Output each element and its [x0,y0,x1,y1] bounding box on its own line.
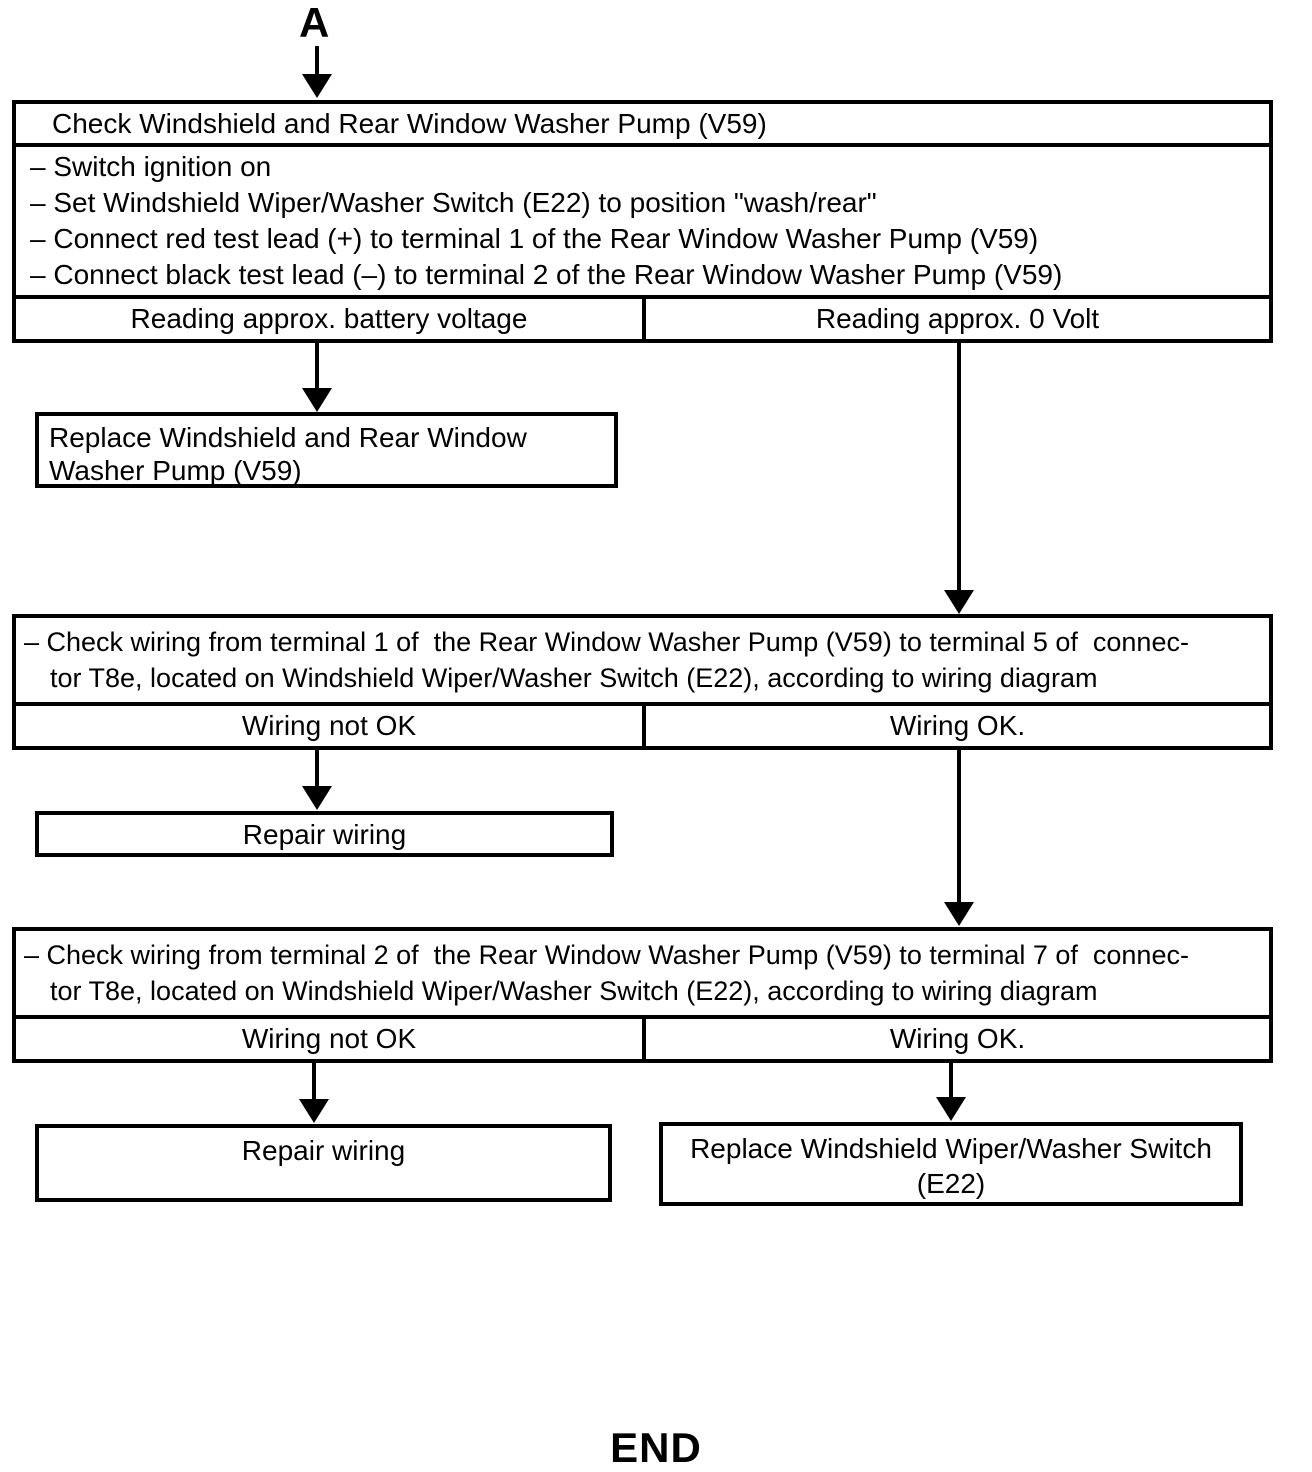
check-wiring-line1: – Check wiring from terminal 2 of the Re… [24,940,1189,970]
arrow-head-icon [302,786,332,810]
arrow-wiring1-ok-branch [944,750,974,926]
connector-a-label: A [299,0,331,46]
step-connect-red-lead: – Connect red test lead (+) to terminal … [30,223,1039,254]
outcome-wiring-not-ok: Wiring not OK [16,706,646,746]
wiring1-outcome-row: Wiring not OK Wiring OK. [16,702,1269,746]
arrow-wiring1-not-ok-branch [302,750,332,810]
arrow-wiring2-not-ok-branch [299,1063,329,1123]
arrow-from-connector-a [302,46,332,98]
arrow-shaft [315,750,319,786]
outcome-battery-voltage: Reading approx. battery voltage [16,299,646,339]
repair-wiring-box-2: Repair wiring [35,1124,612,1202]
check-pump-steps: – Switch ignition on – Set Windshield Wi… [16,147,1269,295]
check-pump-outcome-row: Reading approx. battery voltage Reading … [16,295,1269,339]
step-set-switch: – Set Windshield Wiper/Washer Switch (E2… [30,187,877,218]
outcome-wiring-not-ok: Wiring not OK [16,1019,646,1059]
replace-switch-box: Replace Windshield Wiper/Washer Switch (… [659,1122,1243,1206]
outcome-zero-volt: Reading approx. 0 Volt [815,303,1100,334]
arrow-head-icon [944,902,974,926]
arrow-zero-volt-branch [944,341,974,614]
arrow-head-icon [299,1099,329,1123]
check-wiring-line1: – Check wiring from terminal 1 of the Re… [24,627,1189,657]
arrow-shaft [949,1063,953,1097]
arrow-head-icon [944,590,974,614]
step-switch-ignition: – Switch ignition on [30,151,272,182]
arrow-battery-voltage-branch [302,341,332,412]
arrow-wiring2-ok-branch [936,1063,966,1121]
check-wiring-line2: tor T8e, located on Windshield Wiper/Was… [50,976,1098,1006]
repair-wiring-box-1: Repair wiring [35,811,614,857]
replace-pump-box: Replace Windshield and Rear Window Washe… [35,412,618,488]
outcome-wiring-ok: Wiring OK. [889,710,1026,741]
check-wiring-terminal2-box: – Check wiring from terminal 2 of the Re… [12,927,1273,1063]
outcome-wiring-ok: Wiring OK. [889,1023,1026,1054]
wiring2-outcome-row: Wiring not OK Wiring OK. [16,1015,1269,1059]
check-wiring-terminal1-text: – Check wiring from terminal 1 of the Re… [16,618,1269,702]
arrow-head-icon [936,1097,966,1121]
check-wiring-terminal2-text: – Check wiring from terminal 2 of the Re… [16,931,1269,1015]
end-label: END [610,1424,702,1471]
check-pump-box: Check Windshield and Rear Window Washer … [12,100,1273,343]
arrow-head-icon [302,388,332,412]
check-wiring-terminal1-box: – Check wiring from terminal 1 of the Re… [12,614,1273,750]
check-pump-title: Check Windshield and Rear Window Washer … [16,104,1269,147]
arrow-shaft [957,341,961,590]
arrow-shaft [312,1063,316,1099]
step-connect-black-lead: – Connect black test lead (–) to termina… [30,259,1063,290]
arrow-shaft [315,341,319,388]
arrow-shaft [315,46,319,74]
arrow-head-icon [302,74,332,98]
check-wiring-line2: tor T8e, located on Windshield Wiper/Was… [50,663,1098,693]
arrow-shaft [957,750,961,902]
